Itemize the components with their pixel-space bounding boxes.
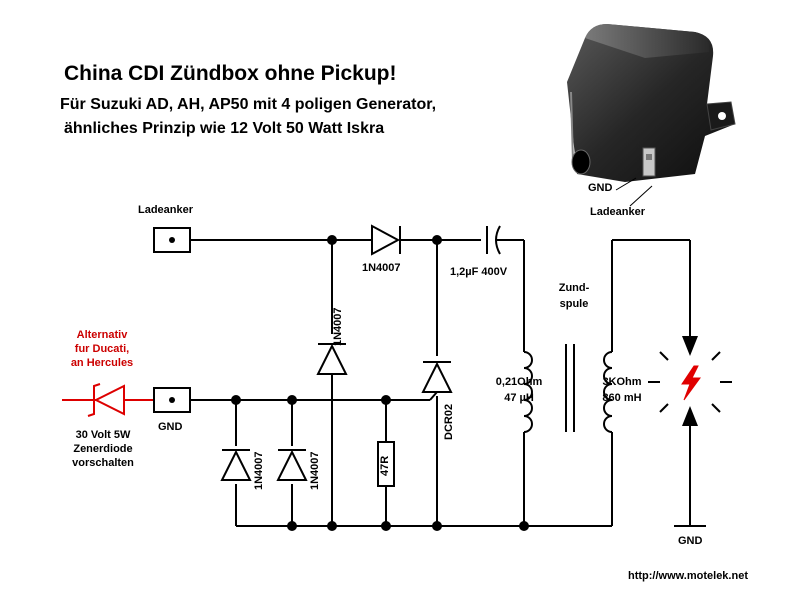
subtitle-models: Für Suzuki AD, AH, AP50 mit 4 poligen Ge…: [60, 96, 437, 113]
spark-icon: [681, 365, 701, 401]
label-primary: 0,21Ohm 47 µH: [495, 376, 543, 404]
label-diode-low1: 1N4007: [253, 451, 265, 490]
label-zundspule: Zund- spule: [558, 282, 590, 310]
label-alternativ: Alternativ fur Ducati, an Hercules: [70, 329, 134, 369]
subtitle-principle: ähnliches Prinzip wie 12 Volt 50 Watt Is…: [64, 120, 385, 137]
label-diode-mid: 1N4007: [332, 307, 344, 346]
label-zener-note: 30 Volt 5W Zenerdiode vorschalten: [72, 429, 134, 469]
cdi-box-photo: [567, 24, 736, 182]
label-gnd-input: GND: [158, 421, 183, 433]
label-capacitor: 1,2µF 400V: [450, 266, 508, 278]
label-thyristor: DCR02: [443, 403, 455, 440]
label-diode-low2: 1N4007: [309, 451, 321, 490]
label-gnd-output: GND: [678, 535, 703, 547]
footer-url: http://www.motelek.net: [628, 570, 748, 582]
label-resistor: 47R: [379, 455, 391, 476]
photo-label-gnd: GND: [588, 182, 613, 194]
page-title: China CDI Zündbox ohne Pickup!: [64, 62, 397, 85]
label-ladeanker-input: Ladeanker: [138, 204, 194, 216]
photo-label-ladeanker: Ladeanker: [590, 206, 646, 218]
label-secondary: 3KOhm 860 mH: [602, 376, 642, 404]
label-diode-top: 1N4007: [362, 262, 401, 274]
